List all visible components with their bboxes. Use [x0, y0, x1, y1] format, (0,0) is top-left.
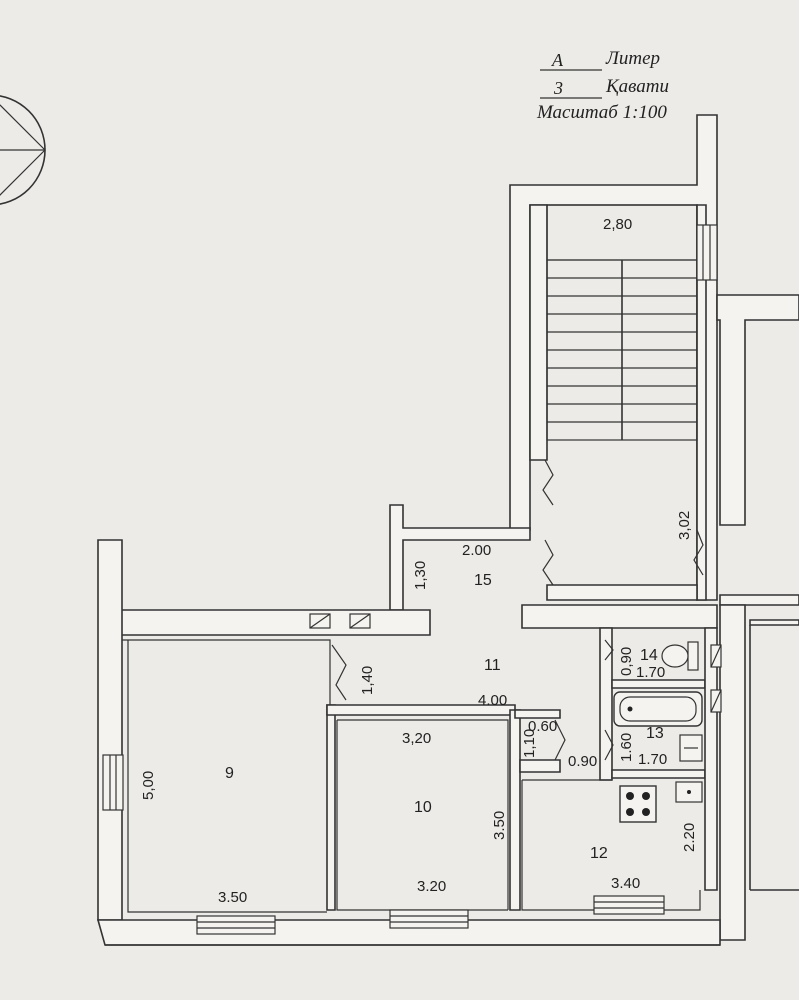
room-12-label: 12 — [590, 845, 608, 862]
dim-room10-bottom: 3.20 — [417, 878, 446, 895]
dim-corridor-width: 4.00 — [478, 692, 507, 709]
sink-icon — [679, 734, 703, 762]
dim-room10-depth: 3.50 — [491, 811, 508, 840]
liter-label: Литер — [605, 48, 660, 69]
dim-room10-top: 3,20 — [402, 730, 431, 747]
dim-hall-depth: 1,30 — [412, 561, 429, 590]
dim-bath-width: 1.60 — [618, 733, 635, 762]
dim-corridor-depth: 1,40 — [359, 666, 376, 695]
floor-value: 3 — [553, 78, 563, 98]
room-11-label: 11 — [484, 657, 501, 674]
staircase — [546, 204, 698, 441]
room-10-label: 10 — [414, 799, 432, 816]
room-13-label: 13 — [646, 725, 664, 742]
dim-hall-width: 2.00 — [462, 542, 491, 559]
dim-kitchen-depth: 2.20 — [681, 823, 698, 852]
dim-wc-width: 0,90 — [618, 647, 635, 676]
door-openings — [331, 459, 704, 761]
dim-stair-width: 2,80 — [603, 216, 632, 233]
floor-label: Қавати — [605, 76, 669, 97]
liter-value: A — [551, 50, 564, 70]
dim-stair-depth: 3,02 — [676, 511, 693, 540]
dim-room9-depth: 5,00 — [140, 771, 157, 800]
bathtub-icon — [613, 691, 703, 727]
room-14-label: 14 — [640, 647, 658, 664]
room-numbers: 9 10 11 12 13 14 15 — [225, 572, 664, 862]
dim-kitchen-width: 3.40 — [611, 875, 640, 892]
walls — [96, 114, 799, 946]
dim-kitchen-top: 0.90 — [568, 753, 597, 770]
dim-closet-width: 0.60 — [528, 718, 557, 735]
dim-closet-depth: 1,10 — [521, 729, 538, 758]
ventilation-ducts — [309, 613, 722, 713]
stove-icon — [619, 785, 657, 823]
dimension-labels: 2,80 3,02 2.00 1,30 4.00 1,40 5,00 3.50 … — [140, 216, 698, 906]
room-9-label: 9 — [225, 765, 234, 782]
fixtures — [613, 641, 703, 823]
windows — [102, 224, 718, 935]
dim-room9-width: 3.50 — [218, 889, 247, 906]
dim-wc-length: 1.70 — [636, 664, 665, 681]
toilet-icon — [661, 641, 699, 671]
dim-bath-length: 1.70 — [638, 751, 667, 768]
room-15-label: 15 — [474, 572, 492, 589]
kitchen-sink-icon — [675, 781, 703, 803]
scale-label: Масштаб 1:100 — [536, 102, 667, 123]
title-block: A Литер 3 Қавати Масштаб 1:100 — [536, 48, 669, 123]
compass-rose — [0, 95, 46, 205]
